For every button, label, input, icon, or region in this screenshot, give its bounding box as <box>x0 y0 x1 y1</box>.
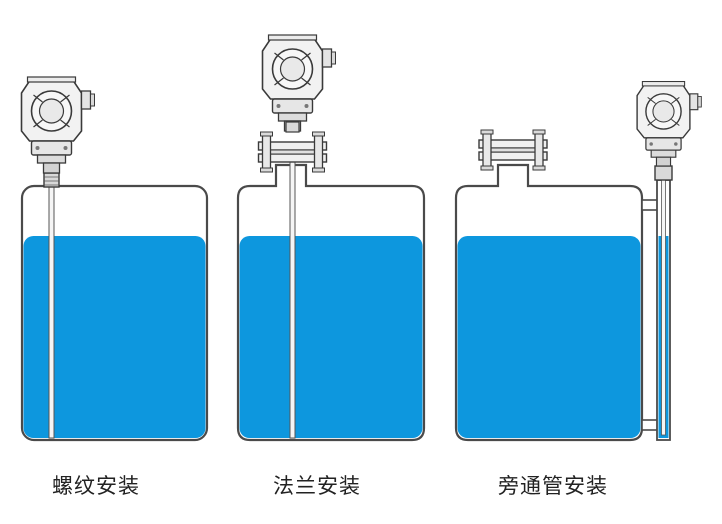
caption-bypass: 旁通管安装 <box>498 474 608 498</box>
thread-installation <box>20 76 209 442</box>
transmitter-thread <box>20 76 96 174</box>
liquid-thread <box>23 236 206 438</box>
probe-rod-thread <box>48 185 55 439</box>
caption-flange: 法兰安装 <box>273 474 361 498</box>
probe-rod-bypass <box>661 174 666 436</box>
transmitter-flange <box>261 34 337 132</box>
flange-installation <box>236 34 426 442</box>
transmitter-bypass <box>636 80 703 167</box>
liquid-bypass <box>457 236 641 438</box>
caption-thread: 螺纹安装 <box>52 474 140 498</box>
probe-rod-flange <box>289 149 296 439</box>
liquid-flange <box>239 236 423 438</box>
bypass-installation <box>454 80 703 442</box>
